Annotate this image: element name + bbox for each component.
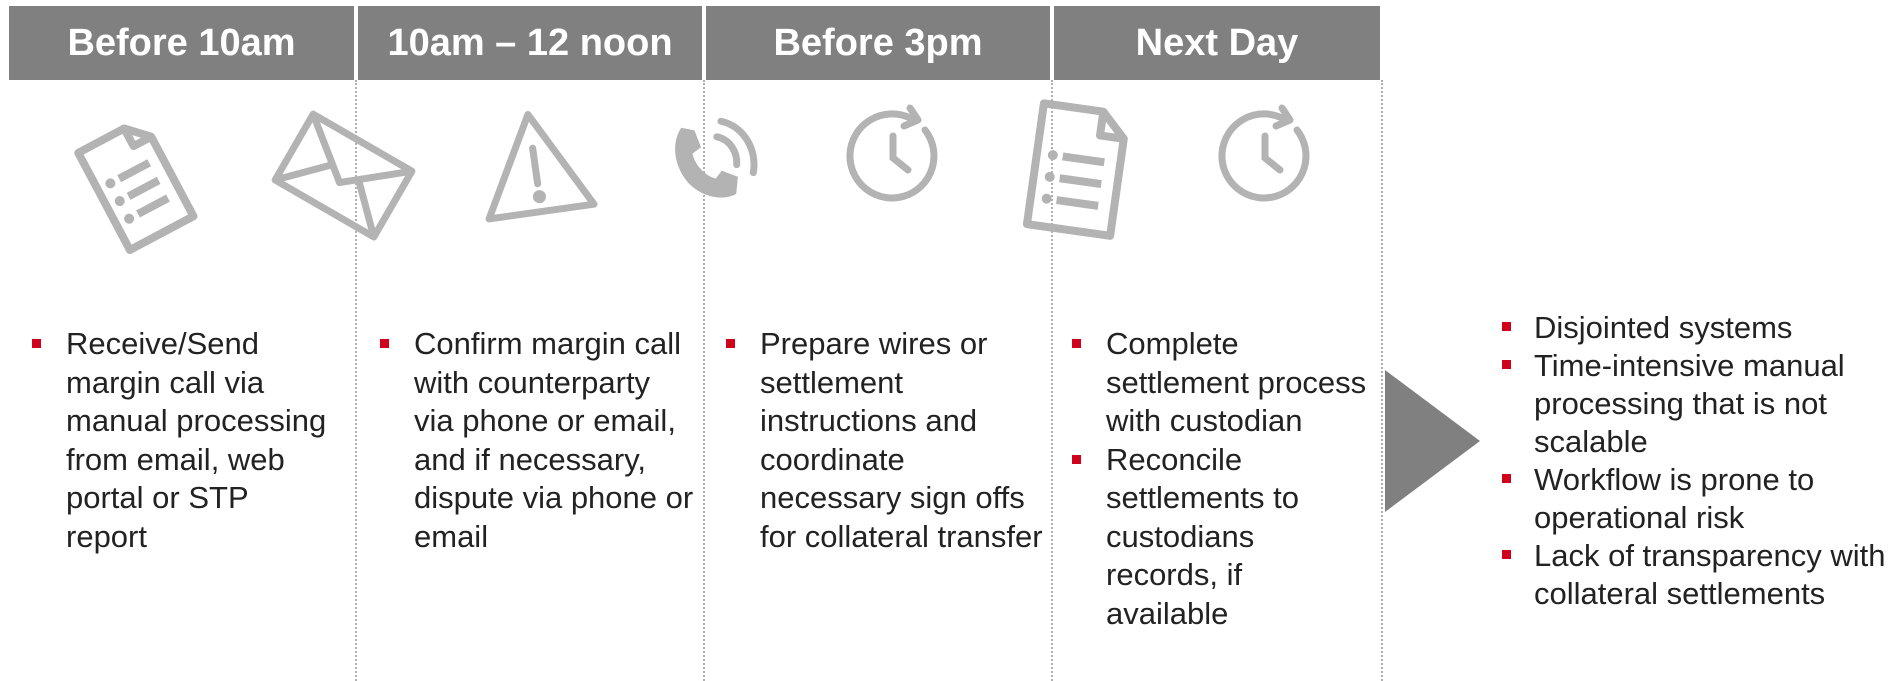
list-item: Reconcile settlements to custodians reco… [1070,441,1370,634]
column-before-3pm-list: Prepare wires or settlement instructions… [724,325,1044,556]
timeline-header-next-day: Next Day [1054,6,1380,80]
list-item: Confirm margin call with counterparty vi… [378,325,698,556]
timeline-header-10am-12noon: 10am – 12 noon [358,6,702,80]
column-next-day-list: Complete settlement process with custodi… [1070,325,1370,633]
phone-icon [660,102,770,212]
list-item: Time-intensive manual processing that is… [1502,347,1894,461]
list-item: Complete settlement process with custodi… [1070,325,1370,441]
document-icon [60,110,210,260]
clock-icon [1210,100,1320,210]
document-icon [1015,95,1145,245]
column-divider [355,80,357,681]
list-item: Workflow is prone to operational risk [1502,461,1894,537]
summary-issues-list: Disjointed systems Time-intensive manual… [1502,309,1894,613]
clock-icon [838,100,948,210]
list-item: Disjointed systems [1502,309,1894,347]
envelope-icon [270,98,420,248]
column-10am-12noon-list: Confirm margin call with counterparty vi… [378,325,698,556]
column-divider [703,80,705,681]
column-divider [1051,80,1053,681]
list-item: Receive/Send margin call via manual proc… [30,325,330,556]
list-item: Lack of transparency with collateral set… [1502,537,1894,613]
timeline-header-before-3pm: Before 3pm [706,6,1050,80]
column-before-10am-list: Receive/Send margin call via manual proc… [30,325,330,556]
right-arrow-icon [1385,370,1480,517]
warning-icon [470,100,600,230]
timeline-header-before-10am: Before 10am [9,6,354,80]
list-item: Prepare wires or settlement instructions… [724,325,1044,556]
column-divider [1381,80,1383,681]
